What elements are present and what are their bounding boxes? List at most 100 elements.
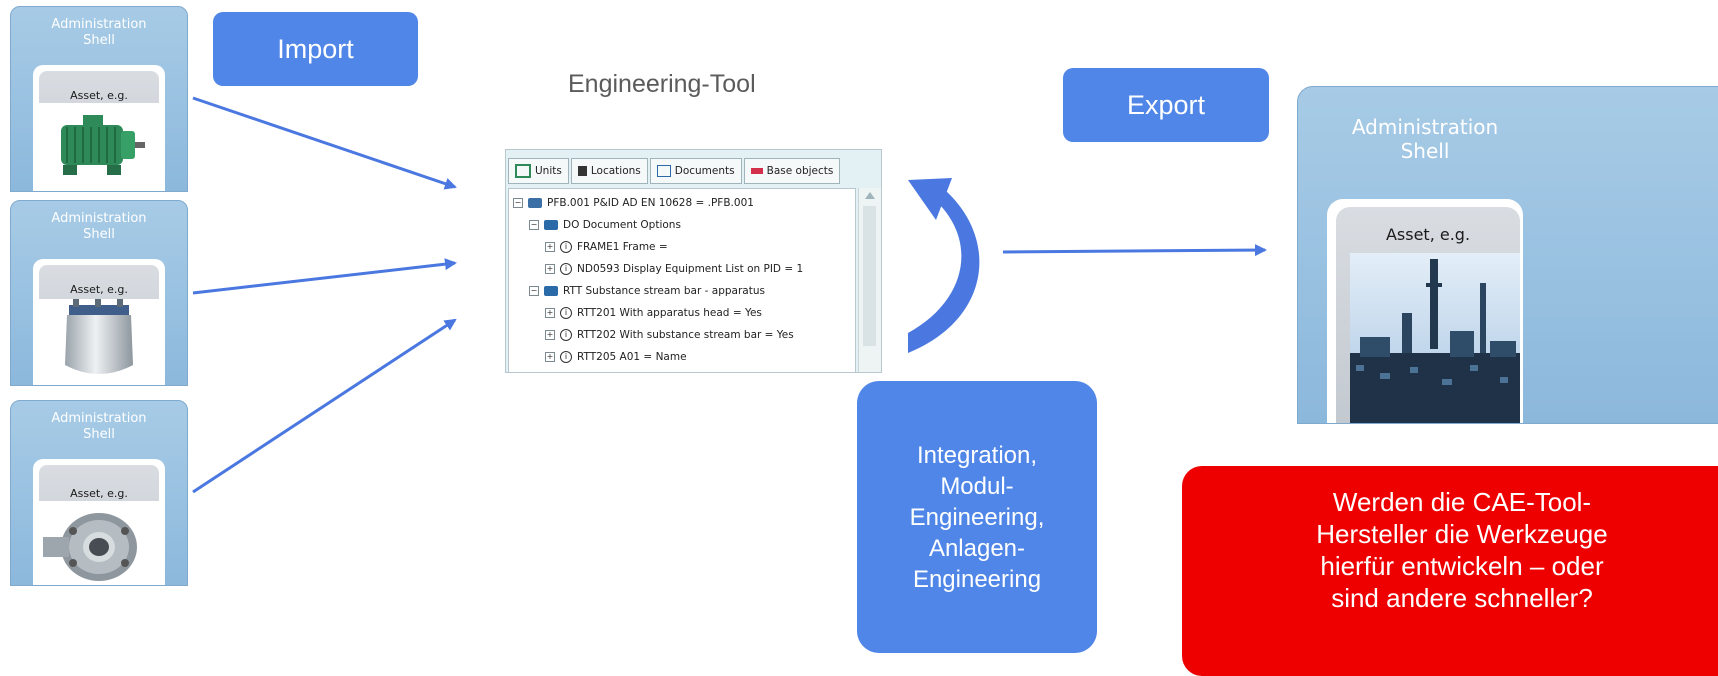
integration-line-2: Modul-	[940, 472, 1014, 500]
tree-row-label: RTT202 With substance stream bar = Yes	[577, 329, 794, 341]
asset-label: Asset, e.g.	[70, 283, 128, 296]
tree-row-label: DO Document Options	[563, 219, 681, 231]
tree-row[interactable]: + i RTT202 With substance stream bar = Y…	[545, 329, 794, 341]
shell-title-line2: Shell	[83, 426, 115, 442]
pipe-flange-icon	[43, 513, 137, 581]
asset-box-right: Asset, e.g.	[1336, 207, 1520, 423]
flow-arrows	[192, 96, 1267, 494]
tab-locations-label: Locations	[590, 165, 641, 177]
question-line-4: sind andere schneller?	[1331, 583, 1593, 613]
integration-line-4: Anlagen-	[928, 534, 1026, 562]
asset-label: Asset, e.g.	[70, 89, 128, 102]
tree-row[interactable]: − PFB.001 P&ID AD EN 10628 = .PFB.001	[513, 197, 754, 209]
shell-title-line1: Administration	[51, 411, 147, 426]
import-arrow-1	[192, 96, 457, 190]
collapse-icon[interactable]: −	[529, 286, 539, 296]
expand-icon[interactable]: +	[545, 352, 555, 362]
tree-row[interactable]: − RTT Substance stream bar - apparatus	[529, 285, 765, 297]
folder-icon	[544, 286, 558, 296]
integration-line-1: Integration,	[916, 441, 1038, 469]
tree-row-label: PFB.001 P&ID AD EN 10628 = .PFB.001	[547, 197, 754, 209]
import-arrow-3	[192, 318, 457, 494]
tab-locations[interactable]: Locations	[570, 158, 648, 184]
industrial-plant-image	[1350, 253, 1520, 423]
tab-documents-label: Documents	[674, 165, 735, 177]
tool-tabs: Units Locations Documents Base objects	[508, 158, 842, 184]
tree-row[interactable]: + i RTT205 A01 = Name	[545, 351, 687, 363]
asset-box-1: Asset, e.g.	[39, 71, 159, 191]
integration-label-box: Integration, Modul- Engineering, Anlagen…	[857, 381, 1097, 653]
tab-units[interactable]: Units	[508, 158, 569, 184]
import-arrow-2	[192, 258, 457, 295]
electric-motor-image	[39, 103, 159, 191]
integration-line-3: Engineering,	[909, 503, 1045, 531]
pipe-flange-image	[39, 501, 159, 585]
tab-base-objects[interactable]: Base objects	[743, 158, 841, 184]
expand-icon[interactable]: +	[545, 330, 555, 340]
tree-row-label: RTT Substance stream bar - apparatus	[563, 285, 765, 297]
tree-row-label: RTT201 With apparatus head = Yes	[577, 307, 762, 319]
steel-vessel-image	[39, 299, 159, 385]
collapse-icon[interactable]: −	[513, 198, 523, 208]
question-box: Werden die CAE-Tool- Hersteller die Werk…	[1182, 466, 1718, 676]
admin-shell-right: Administration Shell Asset, e.g.	[1297, 86, 1718, 424]
info-icon: i	[560, 351, 572, 363]
question-line-1: Werden die CAE-Tool-	[1332, 487, 1592, 517]
tree-row[interactable]: + i RTT201 With apparatus head = Yes	[545, 307, 762, 319]
integration-loop-arrowhead	[908, 178, 952, 220]
steel-vessel-icon	[65, 299, 133, 374]
tree-row[interactable]: + i ND0593 Display Equipment List on PID…	[545, 263, 803, 275]
expand-icon[interactable]: +	[545, 308, 555, 318]
tree-scrollbar[interactable]	[858, 188, 881, 372]
question-line-2: Hersteller die Werkzeuge	[1316, 519, 1608, 549]
tree-row-label: RTT205 A01 = Name	[577, 351, 687, 363]
engineering-tool-screenshot: Units Locations Documents Base objects −…	[505, 149, 882, 373]
industrial-plant-icon	[1350, 253, 1520, 423]
scroll-thumb[interactable]	[863, 206, 876, 346]
shell-title-line2: Shell	[83, 32, 115, 48]
base-objects-icon	[750, 168, 763, 174]
expand-icon[interactable]: +	[545, 264, 555, 274]
info-icon: i	[560, 329, 572, 341]
asset-label: Asset, e.g.	[1385, 225, 1471, 244]
admin-shell-title: Administration Shell	[11, 211, 187, 242]
documents-icon	[656, 165, 671, 177]
admin-shell-3: Administration Shell Asset, e.g.	[10, 400, 188, 586]
admin-shell-2: Administration Shell Asset, e.g.	[10, 200, 188, 386]
import-label: Import	[277, 33, 354, 64]
asset-label: Asset, e.g.	[70, 487, 128, 500]
import-label-box: Import	[213, 12, 418, 86]
tree-row-label: ND0593 Display Equipment List on PID = 1	[577, 263, 804, 275]
info-icon: i	[560, 263, 572, 275]
export-label: Export	[1126, 89, 1206, 120]
tree-row[interactable]: − DO Document Options	[529, 219, 681, 231]
admin-shell-title: Administration Shell	[11, 411, 187, 442]
engineering-tool-title: Engineering-Tool	[568, 70, 756, 98]
asset-box-2: Asset, e.g.	[39, 265, 159, 385]
info-icon: i	[560, 241, 572, 253]
export-arrow	[1002, 244, 1267, 257]
shell-title-line1: Administration	[1351, 115, 1499, 139]
tab-base-objects-label: Base objects	[766, 165, 834, 177]
shell-title-line2: Shell	[83, 226, 115, 242]
tree-row-label: FRAME1 Frame =	[577, 241, 668, 253]
admin-shell-title: Administration Shell	[1298, 115, 1552, 163]
admin-shell-1: Administration Shell Asset, e.g.	[10, 6, 188, 192]
tab-units-label: Units	[535, 165, 562, 177]
tool-tree: − PFB.001 P&ID AD EN 10628 = .PFB.001 − …	[508, 188, 856, 372]
expand-icon[interactable]: +	[545, 242, 555, 252]
collapse-icon[interactable]: −	[529, 220, 539, 230]
tab-documents[interactable]: Documents	[649, 158, 742, 184]
tree-row[interactable]: + i FRAME1 Frame =	[545, 241, 668, 253]
shell-title-line2: Shell	[1400, 139, 1450, 163]
asset-box-3: Asset, e.g.	[39, 465, 159, 585]
export-label-box: Export	[1063, 68, 1269, 142]
info-icon: i	[560, 307, 572, 319]
integration-loop-arrow	[908, 190, 980, 353]
folder-icon	[544, 220, 558, 230]
project-icon	[528, 198, 542, 208]
locations-icon	[577, 166, 587, 176]
shell-title-line1: Administration	[51, 17, 147, 32]
scroll-up-icon[interactable]	[865, 192, 875, 199]
units-icon	[515, 164, 531, 178]
